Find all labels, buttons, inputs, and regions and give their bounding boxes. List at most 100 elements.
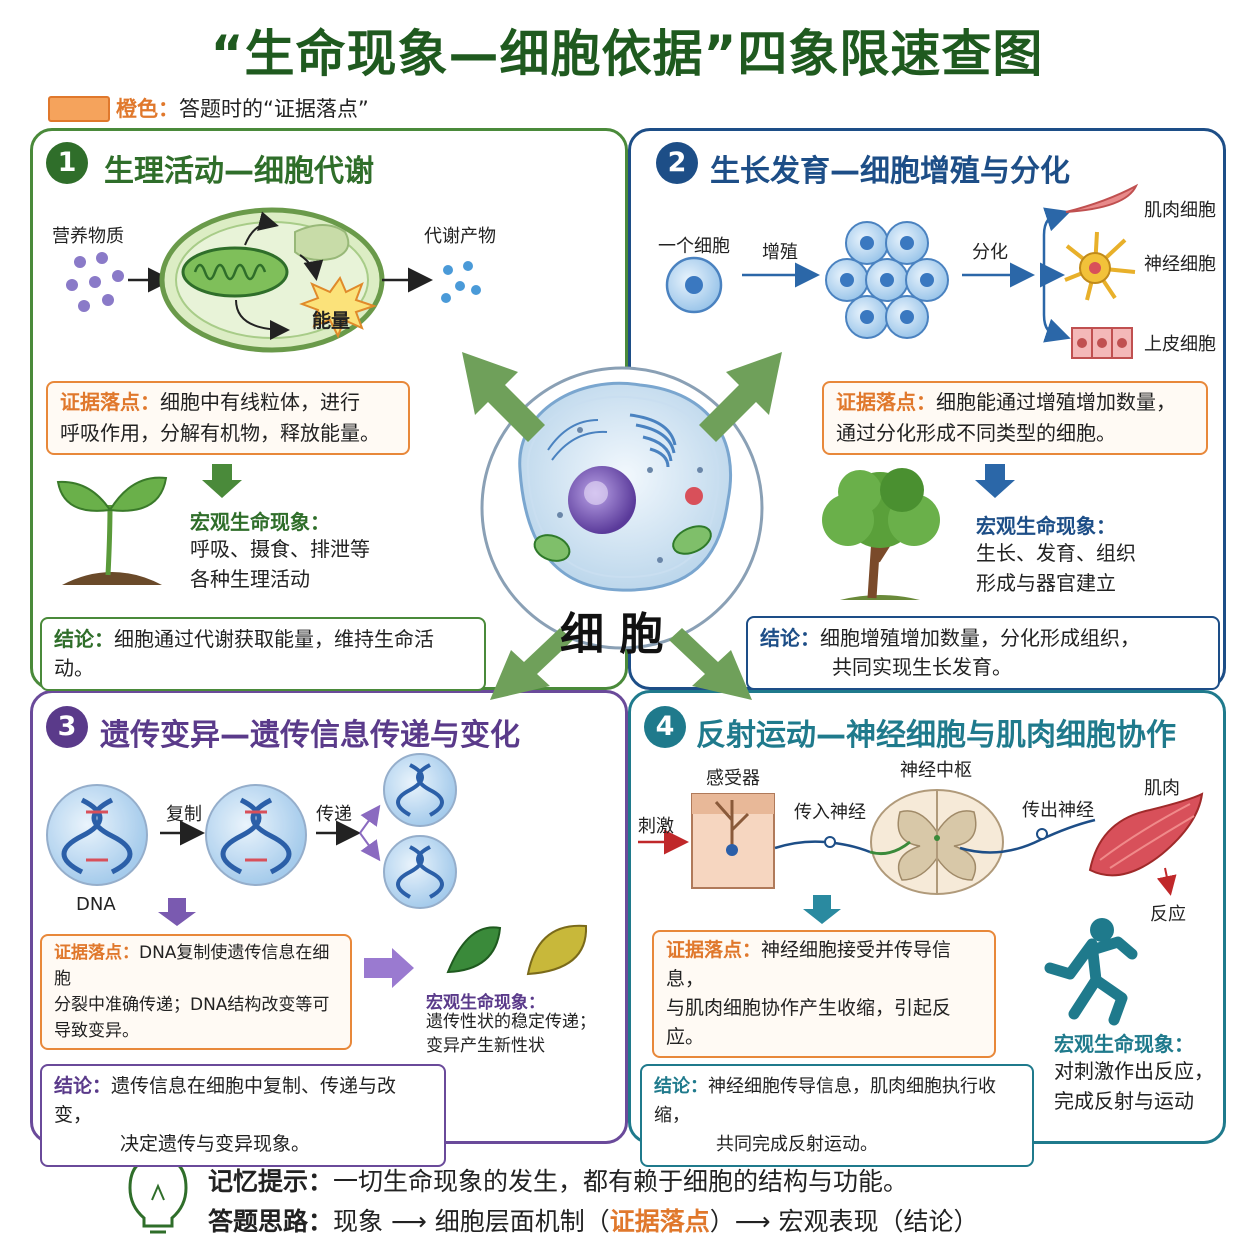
panel2-macro-key: 宏观生命现象：: [976, 514, 1116, 538]
legend-text: 答题时的“证据落点”: [179, 97, 369, 121]
panel4-number: 4: [644, 706, 686, 748]
panel3-evidence: 证据落点：DNA复制使遗传信息在细胞 分裂中准确传递；DNA结构改变等可 导致变…: [40, 934, 352, 1050]
dna-cell-4: [383, 835, 457, 909]
macro-line: 变异产生新性状: [426, 1036, 545, 1056]
cell-cluster: [825, 221, 949, 339]
panel2-title: 生长发育—细胞增殖与分化: [710, 154, 1070, 189]
label-proliferation: 增殖: [762, 242, 798, 263]
approach-text: ）⟶ 宏观表现（结论）: [709, 1207, 979, 1236]
conclusion-text: 细胞通过代谢获取能量，维持生命活动。: [54, 627, 434, 680]
evidence-line: DNA复制使遗传信息在细胞: [54, 943, 330, 989]
page-title: “生命现象—细胞依据”四象限速查图: [210, 25, 1044, 83]
panel4-macro-key: 宏观生命现象：: [1054, 1032, 1194, 1056]
evidence-key: 证据落点：: [836, 390, 936, 414]
panel2-evidence: 证据落点：细胞能通过增殖增加数量， 通过分化形成不同类型的细胞。: [822, 381, 1208, 455]
macro-line: 对刺激作出反应，: [1054, 1059, 1214, 1083]
right-arrow-3: [364, 948, 414, 988]
skin-receptor: [691, 793, 775, 889]
nutrients-dots: [66, 252, 124, 312]
macro-line: 生长、发育、组织: [976, 541, 1136, 565]
label-transfer: 传递: [316, 804, 352, 825]
down-arrow-4: [803, 895, 841, 924]
legend-key: 橙色：: [116, 97, 179, 121]
panel3-title: 遗传变异—遗传信息传递与变化: [100, 718, 520, 753]
label-receptor: 感受器: [706, 768, 760, 789]
panel1-number: 1: [46, 142, 88, 184]
evidence-key: 证据落点：: [54, 943, 139, 963]
dna-cell-2: [205, 784, 307, 886]
panel1-macro-key: 宏观生命现象：: [190, 510, 330, 534]
panel4-title: 反射运动—神经细胞与肌肉细胞协作: [696, 718, 1176, 753]
label-afferent-nerve: 传入神经: [794, 802, 866, 823]
label-nutrients: 营养物质: [52, 226, 124, 247]
panel1-title: 生理活动—细胞代谢: [104, 154, 374, 189]
conclusion-line: 神经细胞传导信息，肌肉细胞执行收缩，: [654, 1076, 996, 1126]
leaf-green-icon: [446, 926, 502, 974]
panel2-conclusion: 结论：细胞增殖增加数量，分化形成组织，共同实现生长发育。: [746, 616, 1220, 690]
down-arrow-1: [202, 464, 242, 498]
runner-icon: [1044, 918, 1138, 1026]
approach-text: 现象 ⟶ 细胞层面机制（: [333, 1207, 610, 1236]
approach-key: 答题思路：: [208, 1207, 334, 1236]
conclusion-line: 决定遗传与变异现象。: [120, 1133, 311, 1155]
evidence-line: 分裂中准确传递；DNA结构改变等可: [54, 995, 330, 1015]
panel4-macro-text: 对刺激作出反应， 完成反射与运动: [1054, 1056, 1214, 1116]
evidence-line: 细胞中有线粒体，进行: [160, 390, 360, 414]
label-products: 代谢产物: [424, 226, 496, 247]
muscle-icon: [1088, 792, 1204, 877]
label-energy: 能量: [312, 310, 351, 332]
macro-line: 完成反射与运动: [1054, 1089, 1194, 1113]
conclusion-line: 共同完成反射运动。: [716, 1134, 878, 1155]
tree-icon: [822, 468, 940, 600]
dna-cell-1: [46, 784, 148, 886]
panel3-macro-key: 宏观生命现象：: [426, 993, 545, 1013]
down-arrow-3: [158, 898, 196, 926]
center-label: 细 胞: [560, 609, 664, 660]
legend-orange-swatch: [48, 96, 110, 122]
label-epithelial-cell: 上皮细胞: [1144, 334, 1216, 355]
label-response: 反应: [1150, 904, 1186, 925]
conclusion-line: 细胞增殖增加数量，分化形成组织，: [820, 626, 1140, 650]
panel3-macro-text: 遗传性状的稳定传递； 变异产生新性状: [426, 1010, 596, 1058]
memory-text: 一切生命现象的发生，都有赖于细胞的结构与功能。: [333, 1167, 909, 1196]
evidence-line: 导致变异。: [54, 1021, 139, 1041]
center-cell: [480, 366, 764, 650]
plant-cell: [159, 207, 385, 353]
label-nerve-center: 神经中枢: [900, 760, 972, 781]
answer-approach: 答题思路：现象 ⟶ 细胞层面机制（证据落点）⟶ 宏观表现（结论）: [208, 1202, 979, 1238]
panel3-conclusion: 结论：遗传信息在细胞中复制、传递与改变， 决定遗传与变异现象。: [40, 1064, 446, 1167]
leaf-variegated-icon: [526, 924, 588, 976]
panel1-conclusion: 结论：细胞通过代谢获取能量，维持生命活动。: [40, 617, 486, 691]
evidence-key: 证据落点：: [666, 939, 762, 961]
panel2-number: 2: [656, 142, 698, 184]
conclusion-key: 结论：: [760, 626, 820, 650]
evidence-line: 细胞能通过增殖增加数量，: [936, 390, 1176, 414]
approach-evidence: 证据落点: [609, 1207, 710, 1236]
products-dots: [441, 261, 481, 303]
macro-line: 各种生理活动: [190, 567, 310, 591]
conclusion-line: 遗传信息在细胞中复制、传递与改变，: [54, 1075, 397, 1126]
panel4-conclusion: 结论：神经细胞传导信息，肌肉细胞执行收缩， 共同完成反射运动。: [640, 1064, 1034, 1167]
memory-key: 记忆提示：: [208, 1167, 334, 1196]
muscle-cell-icon: [1065, 183, 1139, 213]
seedling: [56, 476, 168, 585]
label-one-cell: 一个细胞: [658, 236, 730, 257]
dna-cell-3: [383, 753, 457, 827]
label-muscle-cell: 肌肉细胞: [1144, 200, 1216, 221]
macro-line: 遗传性状的稳定传递；: [426, 1012, 596, 1032]
nerve-cell-icon: [1064, 231, 1136, 301]
conclusion-key: 结论：: [654, 1076, 708, 1097]
label-nerve-cell: 神经细胞: [1144, 254, 1216, 275]
epithelial-cell-icon: [1071, 327, 1133, 359]
lightbulb-icon: [128, 1156, 188, 1234]
label-stimulus: 刺激: [638, 816, 674, 837]
label-muscle: 肌肉: [1144, 778, 1180, 799]
panel1-evidence: 证据落点：细胞中有线粒体，进行 呼吸作用，分解有机物，释放能量。: [46, 381, 410, 455]
label-copy: 复制: [166, 804, 202, 825]
conclusion-key: 结论：: [54, 1075, 112, 1097]
panel4-evidence: 证据落点：神经细胞接受并传导信息， 与肌肉细胞协作产生收缩，引起反应。: [652, 930, 996, 1058]
evidence-line: 与肌肉细胞协作产生收缩，引起反应。: [666, 997, 952, 1048]
conclusion-key: 结论：: [54, 627, 114, 651]
label-differentiation: 分化: [972, 242, 1008, 263]
center-arrows: [462, 352, 782, 700]
